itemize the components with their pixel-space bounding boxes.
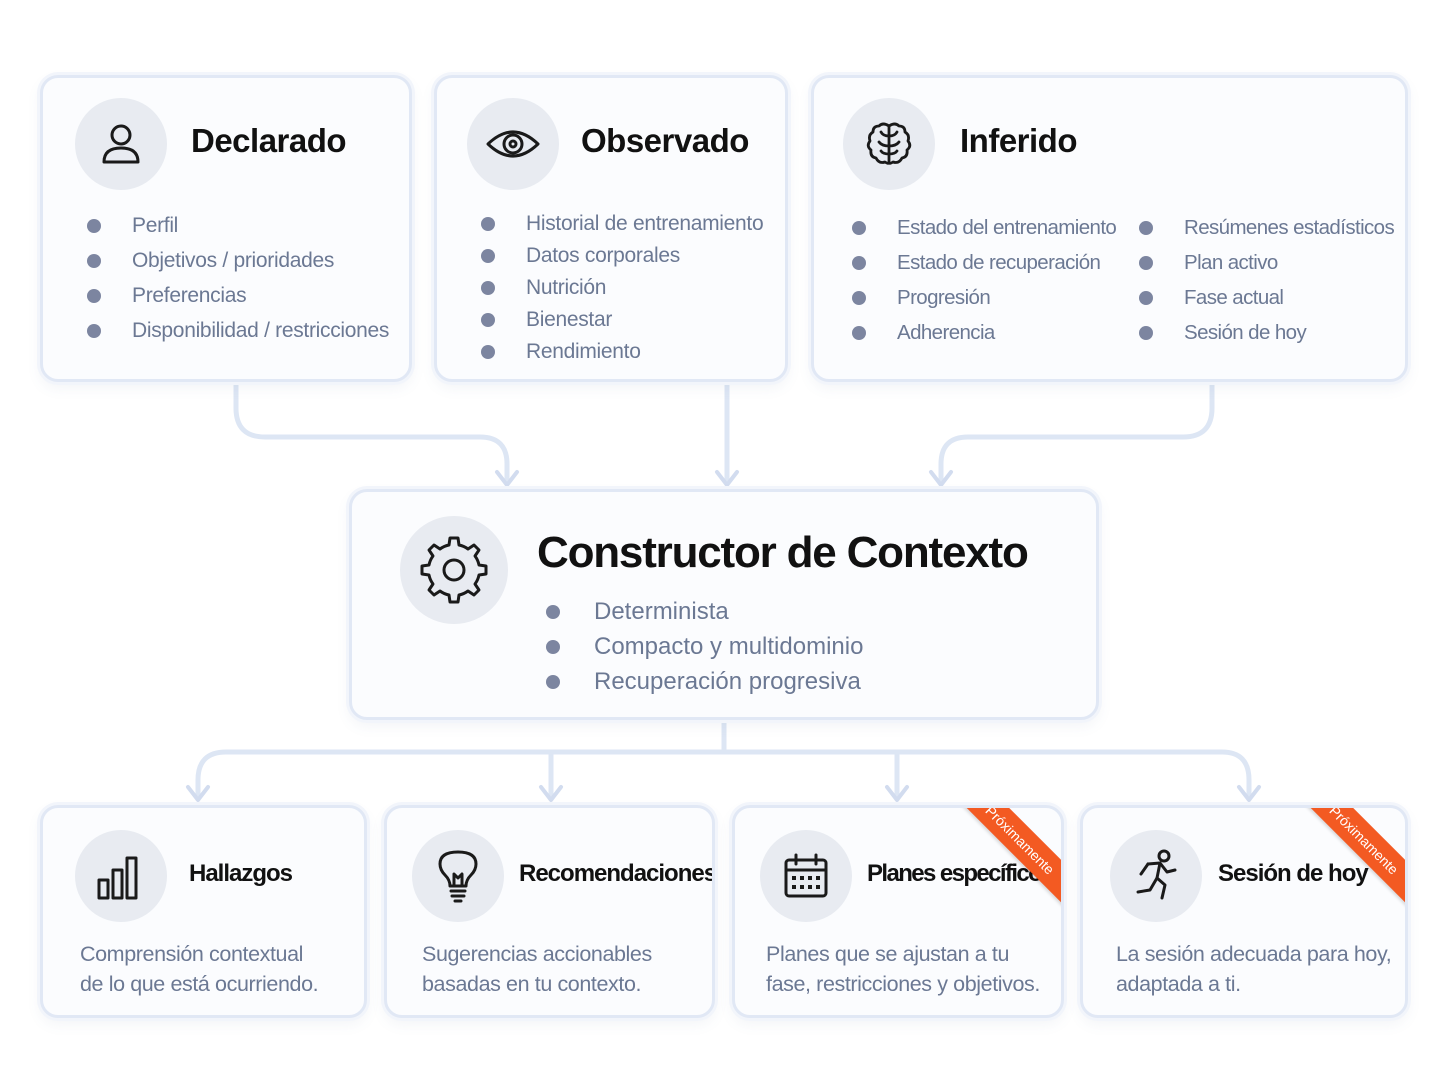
list-item: Fase actual	[1139, 280, 1394, 315]
list-item: Adherencia	[852, 315, 1116, 350]
context-builder-card: Constructor de Contexto Determinista Com…	[349, 489, 1099, 720]
list-item: Estado de recuperación	[852, 245, 1116, 280]
planes-card: Planes específicos Planes que se ajustan…	[732, 805, 1064, 1018]
hallazgos-card: Hallazgos Comprensión contextual de lo q…	[40, 805, 367, 1018]
description-line: Planes que se ajustan a tu	[766, 942, 1010, 966]
inferido-list-left: Estado del entrenamiento Estado de recup…	[852, 210, 1117, 350]
builder-title: Constructor de Contexto	[537, 528, 1029, 577]
card-title: Declarado	[191, 122, 347, 159]
list-item: Nutrición	[481, 272, 763, 304]
card-title: Hallazgos	[189, 860, 293, 887]
sesion-card: Sesión de hoy La sesión adecuada para ho…	[1080, 805, 1408, 1018]
card-title: Observado	[581, 122, 749, 159]
inferido-list-right: Resúmenes estadísticos Plan activo Fase …	[1139, 210, 1395, 350]
list-item: Progresión	[852, 280, 1116, 315]
list-item: Preferencias	[87, 278, 389, 313]
coming-soon-badge: Próximamente	[949, 808, 1061, 911]
declarado-card: Declarado Perfil Objetivos / prioridades…	[40, 75, 412, 382]
list-item: Datos corporales	[481, 240, 763, 272]
builder-list: Determinista Compacto y multidominio Rec…	[546, 594, 863, 699]
calendar-icon	[760, 830, 852, 922]
card-description: La sesión adecuada para hoy, adaptada a …	[1116, 939, 1392, 999]
recomendaciones-card: Recomendaciones Sugerencias accionables …	[384, 805, 715, 1018]
description-line: adaptada a ti.	[1116, 972, 1241, 996]
card-description: Comprensión contextual de lo que está oc…	[80, 939, 319, 999]
observado-list: Historial de entrenamiento Datos corpora…	[481, 208, 764, 368]
list-item: Historial de entrenamiento	[481, 208, 764, 240]
list-item: Rendimiento	[481, 336, 763, 368]
card-title: Sesión de hoy	[1218, 860, 1369, 887]
running-person-icon	[1110, 830, 1202, 922]
description-line: La sesión adecuada para hoy,	[1116, 942, 1392, 966]
observado-card: Observado Historial de entrenamiento Dat…	[434, 75, 788, 382]
description-line: Sugerencias accionables	[422, 942, 652, 966]
card-description: Sugerencias accionables basadas en tu co…	[422, 939, 652, 999]
card-title: Recomendaciones	[519, 860, 715, 887]
inferido-card: Inferido Estado del entrenamiento Estado…	[811, 75, 1408, 382]
list-item: Objetivos / prioridades	[87, 243, 389, 278]
list-item: Plan activo	[1139, 245, 1394, 280]
list-item: Determinista	[546, 594, 863, 629]
card-description: Planes que se ajustan a tu fase, restric…	[766, 939, 1040, 999]
card-title: Inferido	[960, 122, 1078, 159]
list-item: Compacto y multidominio	[546, 629, 863, 664]
list-item: Recuperación progresiva	[546, 664, 863, 699]
coming-soon-badge: Próximamente	[1293, 808, 1405, 911]
list-item: Bienestar	[481, 304, 763, 336]
list-item: Resúmenes estadísticos	[1139, 210, 1395, 245]
bar-chart-icon	[75, 830, 167, 922]
list-item: Estado del entrenamiento	[852, 210, 1117, 245]
eye-icon	[467, 98, 559, 190]
list-item: Disponibilidad / restricciones	[87, 313, 389, 348]
description-line: de lo que está ocurriendo.	[80, 972, 319, 996]
list-item: Sesión de hoy	[1139, 315, 1394, 350]
person-icon	[75, 98, 167, 190]
declarado-list: Perfil Objetivos / prioridades Preferenc…	[87, 208, 389, 348]
list-item: Perfil	[87, 208, 389, 243]
description-line: basadas en tu contexto.	[422, 972, 642, 996]
description-line: Comprensión contextual	[80, 942, 304, 966]
lightbulb-icon	[412, 830, 504, 922]
description-line: fase, restricciones y objetivos.	[766, 972, 1040, 996]
gear-icon	[400, 516, 508, 624]
brain-icon	[843, 98, 935, 190]
